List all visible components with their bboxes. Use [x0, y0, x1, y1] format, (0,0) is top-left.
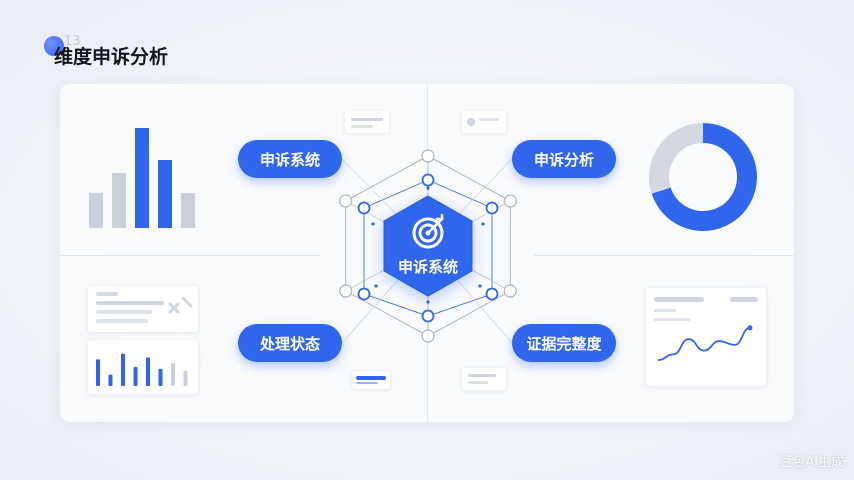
donut-slice-1: [651, 123, 757, 231]
target-icon: [412, 213, 444, 249]
inner-node: [357, 201, 371, 215]
title-number: 13: [64, 34, 81, 49]
bar-2: [112, 173, 126, 228]
line-end-point: [747, 325, 753, 331]
bar-5: [181, 193, 195, 228]
bar-chart-bottom-left: [96, 353, 188, 386]
donut-slice-2: [649, 123, 704, 194]
placeholder-card-top-right: [462, 111, 506, 133]
watermark: 豆包AI生成: [779, 455, 844, 470]
center-node-label: 申诉系统: [397, 258, 458, 276]
bar-1: [89, 193, 103, 228]
outer-node: [421, 149, 435, 163]
mini-bar-1: [96, 359, 100, 386]
web-dot: [481, 222, 485, 226]
web-dot: [478, 284, 482, 288]
web-dot: [426, 186, 430, 190]
node-top-right[interactable]: 申诉分析: [512, 140, 616, 178]
line-chart: [657, 325, 753, 361]
outer-node: [339, 284, 353, 298]
line-chart-card: [646, 288, 766, 386]
mini-bar-7: [171, 363, 175, 386]
bar-chart-top-left: [89, 128, 195, 228]
placeholder-lines: [96, 118, 758, 384]
mini-bar-4: [133, 367, 138, 386]
outer-node: [339, 194, 353, 208]
mini-bar-2: [108, 374, 113, 386]
title-bullet-icon: [44, 36, 64, 56]
inner-node: [485, 287, 499, 301]
divider-left: [60, 255, 320, 256]
bar-4: [158, 160, 172, 228]
outer-node: [421, 329, 435, 343]
mini-bar-3: [121, 353, 125, 386]
web-dot: [371, 222, 375, 226]
inner-node: [485, 201, 499, 215]
donut-chart: [649, 123, 757, 231]
placeholder-card-bottom-right: [462, 368, 506, 390]
bar-3: [135, 128, 149, 228]
inner-node: [421, 309, 435, 323]
web-dot: [374, 284, 378, 288]
node-bottom-right[interactable]: 证据完整度: [512, 324, 616, 362]
mini-bar-8: [183, 370, 188, 386]
node-bottom-left[interactable]: 处理状态: [238, 324, 342, 362]
divider-right: [534, 255, 794, 256]
node-top-left[interactable]: 申诉系统: [238, 140, 342, 178]
web-dot: [426, 300, 430, 304]
outer-node: [503, 194, 517, 208]
inner-node: [421, 173, 435, 187]
page-title: 维度申诉分析: [54, 46, 169, 68]
bar-chart-card-left: [88, 340, 198, 394]
mini-bar-6: [158, 368, 163, 386]
outer-node: [503, 284, 517, 298]
line-series: [657, 326, 751, 361]
inner-node: [357, 287, 371, 301]
mini-bar-5: [146, 357, 150, 386]
